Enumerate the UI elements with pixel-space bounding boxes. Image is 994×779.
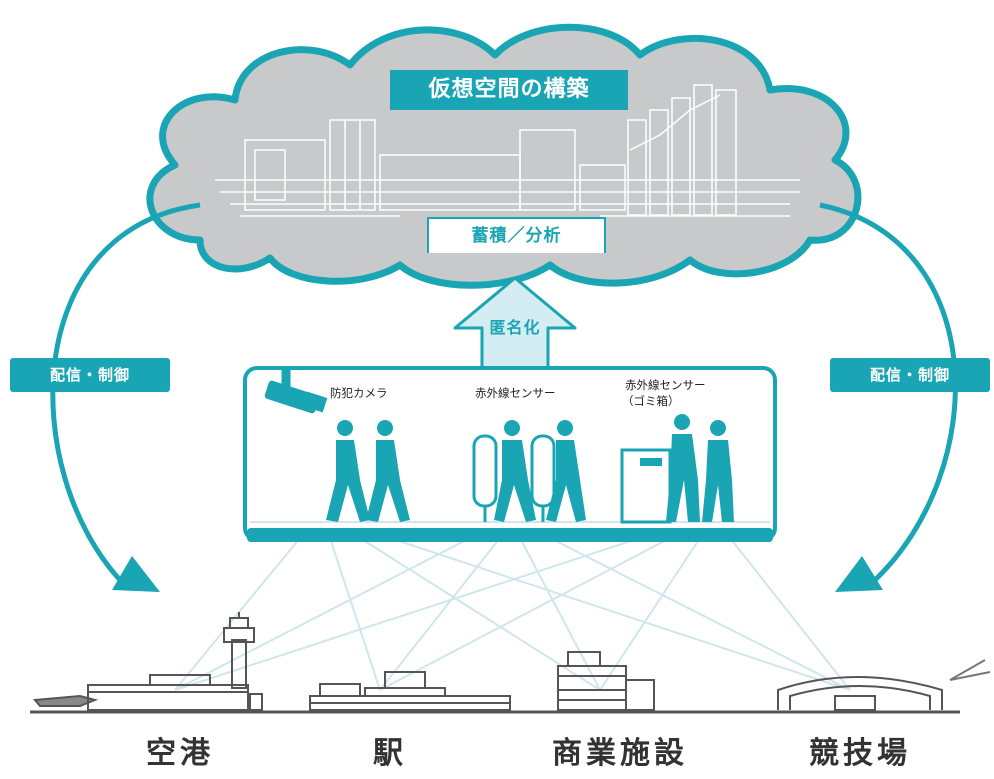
location-label-station: 駅 <box>373 736 407 771</box>
virtual-cityscape-icon <box>215 84 800 217</box>
right-arrowhead <box>835 556 883 592</box>
airport-icon <box>33 612 263 711</box>
stadium-icon <box>777 659 991 711</box>
device-sublabel-bin: （ゴミ箱） <box>622 394 680 408</box>
location-label-stadium: 競技場 <box>809 736 911 771</box>
commercial-facility-icon <box>557 651 655 711</box>
device-label-infrared-bin: 赤外線センサー <box>625 378 706 392</box>
location-label-commercial: 商業施設 <box>552 736 688 771</box>
infrared-gate-icon <box>472 420 586 522</box>
left-arrowhead <box>112 556 160 592</box>
right-distribution-arrow <box>819 202 958 582</box>
device-label-camera: 防犯カメラ <box>330 386 388 400</box>
left-distribution-arrow <box>50 202 201 582</box>
network-lines <box>174 537 851 691</box>
station-icon <box>309 671 511 711</box>
pedestrian-figures <box>326 420 410 522</box>
anonymize-label: 匿名化 <box>489 318 541 337</box>
left-distribution-label: 配信・制御 <box>10 358 170 392</box>
device-label-infrared: 赤外線センサー <box>475 386 556 400</box>
right-distribution-label: 配信・制御 <box>830 358 990 392</box>
cloud-title: 仮想空間の構築 <box>390 70 628 110</box>
storage-analysis-label: 蓄積／分析 <box>427 217 606 253</box>
location-label-airport: 空港 <box>146 736 214 771</box>
trash-bin-sensor-icon <box>620 414 734 524</box>
cloud <box>146 23 862 289</box>
security-camera-icon <box>264 369 328 414</box>
